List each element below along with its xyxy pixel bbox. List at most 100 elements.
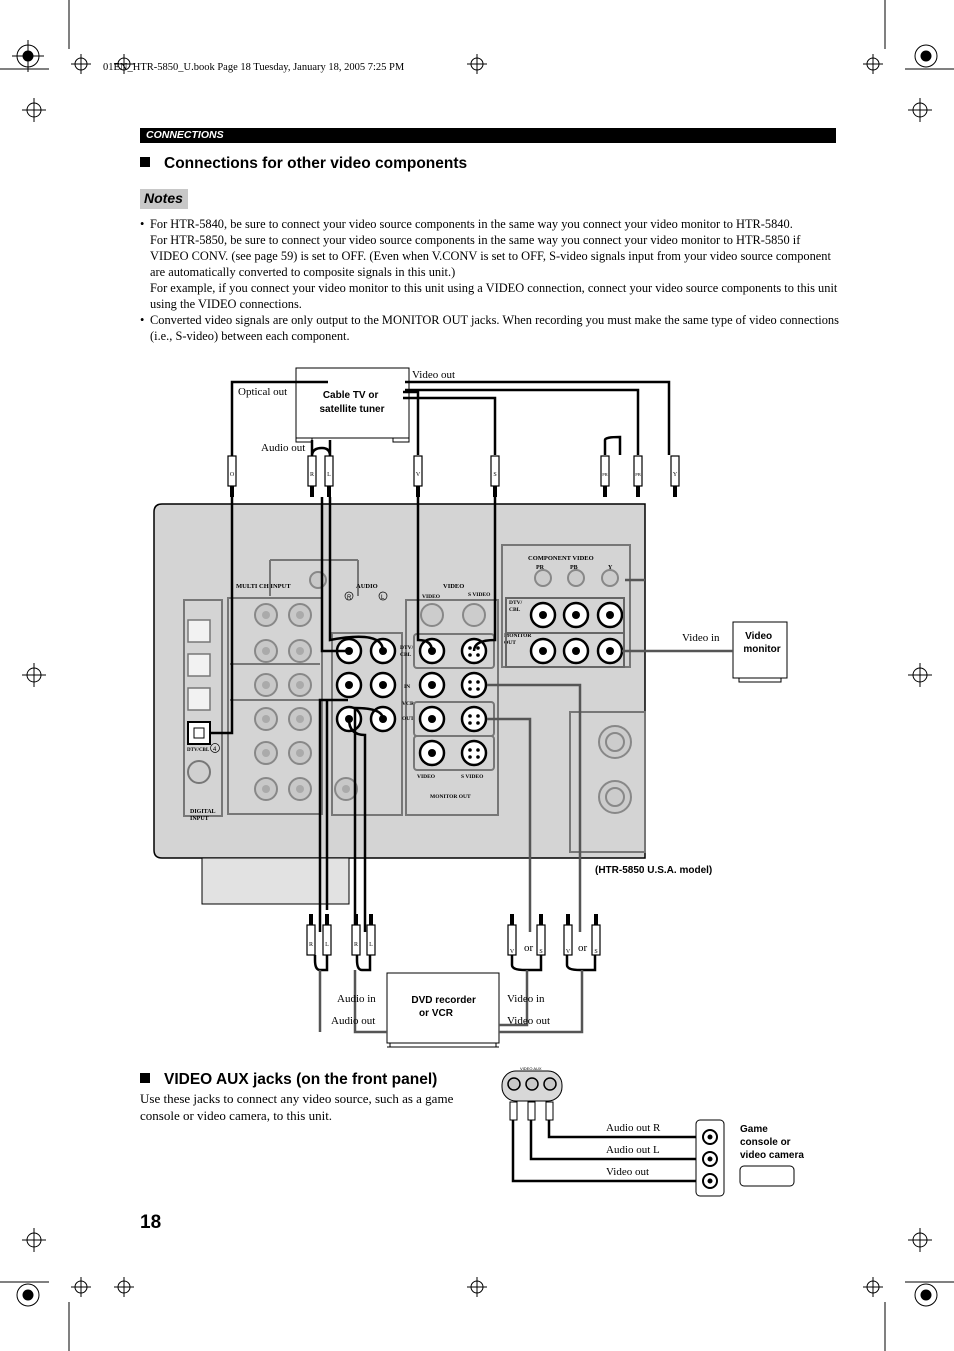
label-monitor-out: MONITOR OUT: [430, 794, 471, 800]
label-component-video: COMPONENT VIDEO: [528, 555, 594, 562]
video-monitor-line2: monitor: [743, 644, 780, 655]
plug-label-r: R: [310, 472, 314, 478]
label-video-bottom: VIDEO: [417, 774, 436, 780]
optical-out-label: Optical out: [238, 386, 287, 398]
video-monitor-label: Video monitor: [743, 631, 780, 655]
section-tab: CONNECTIONS: [140, 128, 836, 143]
s-video-jack: [460, 671, 488, 699]
plug-label-v: V: [566, 949, 571, 955]
plug-label-pb: PB: [635, 472, 641, 477]
note-item: For HTR-5840, be sure to connect your vi…: [140, 216, 840, 312]
label-dtv-cbl-optical: DTV/CBL: [187, 748, 210, 753]
plug-label-pr: PR: [602, 472, 608, 477]
plug-label-l: L: [369, 942, 373, 948]
audio-in-label: Audio in: [337, 993, 376, 1005]
label-multi-ch-input: MULTI CH INPUT: [236, 583, 291, 590]
video-in-lower-label: Video in: [507, 993, 545, 1005]
game-console-icon: [739, 1165, 795, 1187]
label-pb: PB: [570, 565, 578, 571]
label-line: CBL: [509, 607, 521, 613]
plug-label-r: R: [354, 942, 358, 948]
game-console-line1: Game: [740, 1124, 768, 1135]
connection-diagram: MULTI CH INPUT AUDIO VIDEO VIDEO S VIDEO…: [153, 367, 788, 1048]
dvd-recorder-line2: or VCR: [419, 1008, 454, 1019]
aux-diagram: VIDEO AUX Audio out R Audio out L Video …: [501, 1066, 804, 1197]
audio-out-r-label: Audio out R: [606, 1122, 661, 1134]
label-line: CBL: [400, 652, 412, 658]
plug-label-l: L: [325, 942, 329, 948]
plug-label-s: S: [539, 949, 542, 955]
section-heading-text: VIDEO AUX jacks (on the front panel): [164, 1071, 438, 1088]
video-monitor-box: [732, 621, 788, 679]
s-video-jack: [460, 739, 488, 767]
notes-badge: Notes: [140, 189, 188, 209]
cable-tv-box: [295, 367, 410, 439]
label-dtv-cbl-video: DTV/CBL: [400, 645, 414, 658]
video-monitor-line1: Video: [745, 631, 772, 642]
note-text: For HTR-5840, be sure to connect your vi…: [150, 217, 793, 231]
notes-list: For HTR-5840, be sure to connect your vi…: [140, 216, 840, 344]
receiver-rear-panel: [153, 503, 646, 859]
game-console-line3: video camera: [740, 1150, 804, 1161]
label-dtv-cbl-text: DTV/CBL: [509, 600, 523, 613]
label-r: R: [347, 595, 352, 601]
game-console-line2: console or: [740, 1137, 791, 1148]
audio-out-label: Audio out: [261, 442, 305, 454]
optical-jack: [187, 619, 211, 643]
plug-label-v: V: [510, 949, 515, 955]
optical-jack: [187, 687, 211, 711]
section-tab-label: CONNECTIONS: [146, 129, 224, 141]
receiver-foot: [201, 857, 350, 905]
heading-square-icon: [140, 1073, 150, 1083]
label-line: OUT: [504, 640, 516, 646]
section-heading: Connections for other video components: [140, 155, 467, 173]
label-out: OUT: [402, 716, 414, 722]
dvd-recorder-line1: DVD recorder: [411, 995, 476, 1006]
plug-label-v: V: [416, 472, 421, 478]
video-out-lower-label: Video out: [507, 1015, 550, 1027]
dvd-recorder-label: DVD recorder or VCR: [411, 995, 478, 1019]
label-s-video-bottom: S VIDEO: [461, 774, 484, 780]
video-out-label: Video out: [412, 369, 455, 381]
or-label: or: [524, 942, 534, 954]
s-video-jack: [460, 705, 488, 733]
label-audio: AUDIO: [356, 583, 378, 590]
cable-tv-line1: Cable TV or: [323, 390, 379, 401]
plug-label-r: R: [309, 942, 313, 948]
label-line: MONITOR: [504, 633, 532, 639]
note-text: For example, if you connect your video m…: [150, 281, 838, 311]
label-line: DIGITAL: [190, 809, 216, 815]
label-optical-number: 4: [213, 747, 217, 753]
label-dtv-cbl-text: DTV/CBL: [400, 645, 414, 658]
plug-label-o: O: [230, 472, 235, 478]
note-text: For HTR-5850, be sure to connect your vi…: [150, 233, 831, 279]
plug-label-y: Y: [673, 472, 678, 478]
label-video: VIDEO: [443, 583, 464, 590]
section-heading-text: Connections for other video components: [164, 155, 468, 172]
label-y: Y: [608, 565, 613, 571]
page-number: 18: [140, 1212, 162, 1233]
game-console-label: Game console or video camera: [740, 1124, 804, 1161]
note-text: Converted video signals are only output …: [150, 313, 839, 343]
label-line: DTV/: [400, 645, 414, 651]
audio-out-l-label: Audio out L: [606, 1144, 660, 1156]
note-item: Converted video signals are only output …: [140, 312, 840, 344]
cable-tv-line2: satellite tuner: [319, 404, 384, 415]
or-label: or: [578, 942, 588, 954]
label-l: L: [381, 595, 385, 601]
label-line: DTV/: [509, 600, 523, 606]
plug-label-s: S: [594, 949, 597, 955]
aux-video-out-label: Video out: [606, 1166, 649, 1178]
aux-description: Use these jacks to connect any video sou…: [140, 1091, 454, 1123]
heading-square-icon: [140, 157, 150, 167]
dvd-recorder-box: [386, 972, 500, 1044]
label-dtv-cbl-comp: DTV/CBL: [509, 600, 523, 613]
notes-label: Notes: [144, 190, 183, 206]
cable-tv-label: Cable TV or satellite tuner: [319, 390, 384, 415]
audio-out-lower-label: Audio out: [331, 1015, 375, 1027]
